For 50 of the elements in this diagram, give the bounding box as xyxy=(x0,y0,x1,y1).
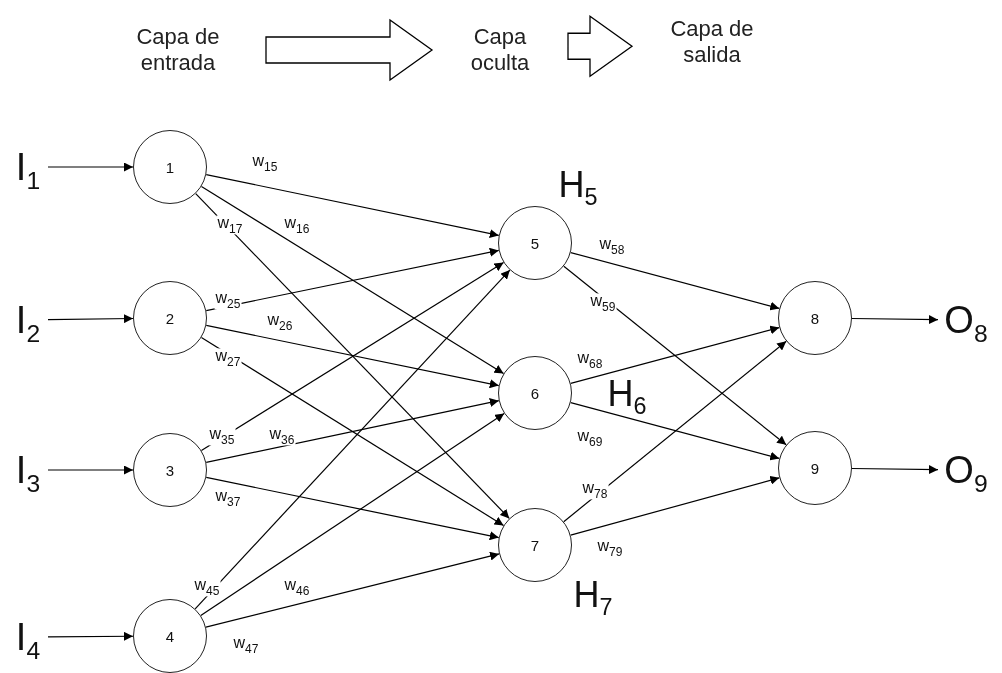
arrow xyxy=(570,251,780,311)
neuron-circle: 2 xyxy=(133,281,207,355)
weight-label: w$_{59}$ xyxy=(589,293,617,313)
signal-label: I$_{2}$ xyxy=(8,297,48,343)
layer-heading: Capa de salida xyxy=(650,13,774,71)
neuron-label: H$_{6}$ xyxy=(607,375,647,419)
neuron-circle: 3 xyxy=(133,433,207,507)
block-arrow xyxy=(567,14,634,78)
signal-label: I$_{1}$ xyxy=(8,144,48,190)
arrow xyxy=(47,314,134,324)
arrow xyxy=(851,315,939,324)
neuron-circle: 4 xyxy=(133,599,207,673)
signal-label: O$_{8}$ xyxy=(938,297,994,343)
arrow xyxy=(47,631,134,641)
arrow xyxy=(205,398,500,463)
arrow xyxy=(205,476,500,541)
block-arrow xyxy=(265,18,434,82)
arrow xyxy=(570,325,780,385)
arrow xyxy=(570,475,780,536)
arrow xyxy=(205,551,500,628)
arrow xyxy=(205,173,500,239)
layer-heading: Capa oculta xyxy=(450,21,550,79)
arrow xyxy=(47,465,134,475)
layer-heading: Capa de entrada xyxy=(108,21,248,79)
signal-label: I$_{3}$ xyxy=(8,447,48,493)
arrow xyxy=(570,401,780,461)
arrow xyxy=(200,261,505,452)
arrow xyxy=(200,412,505,617)
weight-label: w$_{35}$ xyxy=(208,426,236,446)
arrow xyxy=(194,269,511,610)
arrow xyxy=(200,336,505,527)
arrow xyxy=(205,324,500,389)
arrow xyxy=(200,185,505,375)
arrow xyxy=(47,162,134,172)
neuron-circle: 6 xyxy=(498,356,572,430)
weight-label: w$_{27}$ xyxy=(214,348,242,368)
neuron-circle: 1 xyxy=(133,130,207,204)
neuron-label: H$_{7}$ xyxy=(573,576,613,620)
weight-label: w$_{17}$ xyxy=(216,215,244,235)
arrow xyxy=(205,247,500,312)
arrow xyxy=(563,340,787,523)
arrow xyxy=(851,465,939,474)
arrow xyxy=(195,193,510,519)
neuron-circle: 9 xyxy=(778,431,852,505)
arrow xyxy=(563,265,787,446)
neuron-circle: 8 xyxy=(778,281,852,355)
neuron-circle: 7 xyxy=(498,508,572,582)
signal-label: O$_{9}$ xyxy=(938,447,994,493)
signal-label: I$_{4}$ xyxy=(8,614,48,660)
neuron-circle: 5 xyxy=(498,206,572,280)
